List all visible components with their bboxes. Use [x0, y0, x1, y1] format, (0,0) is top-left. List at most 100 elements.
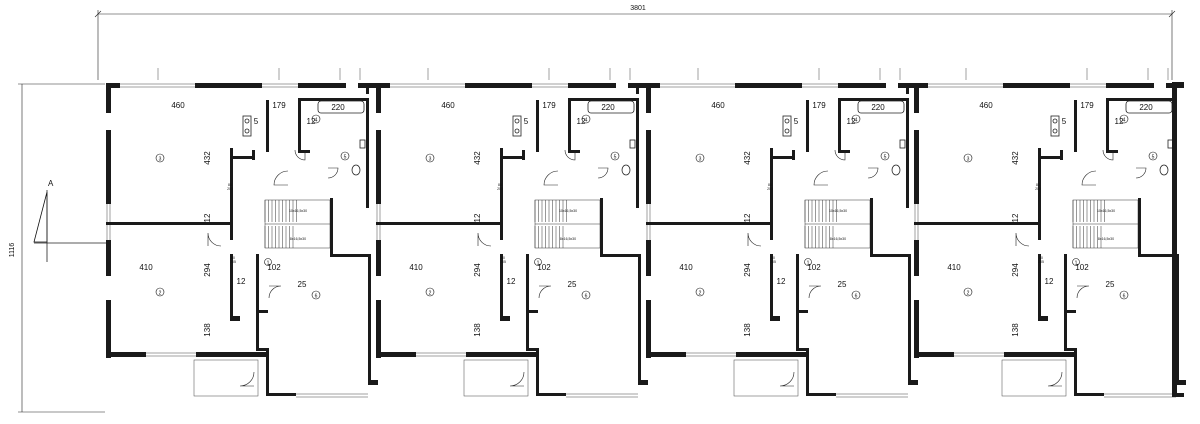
room-number: 5	[614, 154, 617, 160]
room-number-circle	[425, 287, 435, 297]
overall-height-label: 1116	[9, 243, 16, 258]
dim-432: 432	[473, 151, 482, 165]
room-number: 5	[884, 154, 887, 160]
wall-segment	[638, 254, 641, 384]
dim-5: 5	[1062, 117, 1067, 126]
door-size: 205	[1035, 187, 1041, 191]
door-size: 80	[498, 183, 502, 187]
wall-segment	[914, 83, 928, 88]
dim-12: 12	[743, 213, 752, 222]
wall-segment	[376, 222, 500, 225]
room-number-circle	[1119, 290, 1129, 300]
room-number: 4	[855, 117, 858, 123]
wall-segment	[735, 83, 802, 88]
wall-segment	[466, 352, 536, 357]
dim-12: 12	[577, 117, 586, 126]
stove	[782, 115, 792, 137]
dim-460: 460	[979, 101, 993, 110]
door-size: 80	[501, 256, 505, 260]
porch	[733, 359, 799, 397]
dim-294: 294	[203, 263, 212, 277]
door-swing	[273, 170, 289, 186]
wall-segment	[600, 198, 603, 254]
dim-12: 12	[1011, 213, 1020, 222]
room-number: 1	[1075, 260, 1078, 266]
wall-segment	[646, 83, 660, 88]
dim-460: 460	[711, 101, 725, 110]
wall-segment	[796, 310, 808, 313]
wall-segment	[500, 254, 503, 318]
wall-segment	[366, 84, 369, 94]
room-number-circle	[264, 258, 272, 266]
door-swing	[543, 170, 559, 186]
wall-segment	[646, 240, 651, 276]
wall-segment	[646, 144, 651, 204]
porch	[463, 359, 529, 397]
room-number: 4	[1123, 117, 1126, 123]
dim-102: 102	[537, 263, 551, 272]
wall-segment	[266, 100, 269, 152]
section-marker: A	[33, 179, 108, 262]
wall-segment	[1064, 348, 1076, 351]
door-swing	[268, 285, 282, 299]
dim-12: 12	[1045, 277, 1054, 286]
dim-5: 5	[524, 117, 529, 126]
wall-segment	[1038, 254, 1041, 318]
room-number-circle	[581, 114, 591, 124]
wall-segment	[376, 240, 381, 276]
door-swing	[867, 167, 879, 179]
stove	[512, 115, 522, 137]
door-swing	[1076, 285, 1090, 299]
wall-segment	[526, 310, 538, 313]
stair-label-top: 10x16,5x30	[559, 209, 577, 213]
wall-segment	[256, 348, 268, 351]
wall-segment	[252, 150, 255, 160]
dim-12: 12	[777, 277, 786, 286]
wall-segment	[106, 83, 120, 88]
room-number-circle	[581, 290, 591, 300]
room-number: 3	[699, 156, 702, 162]
wall-segment	[266, 393, 296, 396]
wall-segment	[465, 83, 532, 88]
door-size: 205	[1038, 260, 1044, 264]
wall-segment	[770, 148, 773, 210]
wall-segment	[568, 150, 580, 153]
wall-segment	[330, 198, 333, 254]
dim-102: 102	[807, 263, 821, 272]
wall-segment	[770, 254, 773, 318]
wall-segment	[646, 83, 651, 113]
room-number-circle	[425, 153, 435, 163]
door-swing	[538, 285, 552, 299]
wall-segment	[736, 352, 806, 357]
room-number: 2	[429, 290, 432, 296]
room-number: 5	[1152, 154, 1155, 160]
room-number-circle	[155, 287, 165, 297]
door-swing	[509, 371, 525, 387]
door-swing	[564, 149, 576, 161]
wall-segment	[600, 254, 638, 257]
wall-segment	[106, 83, 111, 113]
wall-segment	[500, 316, 510, 321]
wall-segment	[914, 222, 1038, 225]
dim-410: 410	[947, 263, 961, 272]
door-swing	[239, 371, 255, 387]
room-number-circle	[963, 287, 973, 297]
dim-179: 179	[272, 101, 286, 110]
wall-segment	[1138, 254, 1176, 257]
dim-138: 138	[1011, 323, 1020, 337]
wall-segment	[376, 83, 390, 88]
room-number-circle	[851, 290, 861, 300]
wall-segment	[908, 380, 918, 385]
dim-25: 25	[568, 280, 577, 289]
room-number-circle	[963, 153, 973, 163]
wall-segment	[376, 352, 416, 357]
room-number: 6	[1123, 293, 1126, 299]
wall-segment	[500, 148, 503, 210]
dim-25: 25	[838, 280, 847, 289]
wall-segment	[838, 100, 841, 152]
wall-segment	[1106, 150, 1118, 153]
wall-segment	[646, 222, 770, 225]
dim-25: 25	[298, 280, 307, 289]
wall-segment	[106, 300, 111, 358]
